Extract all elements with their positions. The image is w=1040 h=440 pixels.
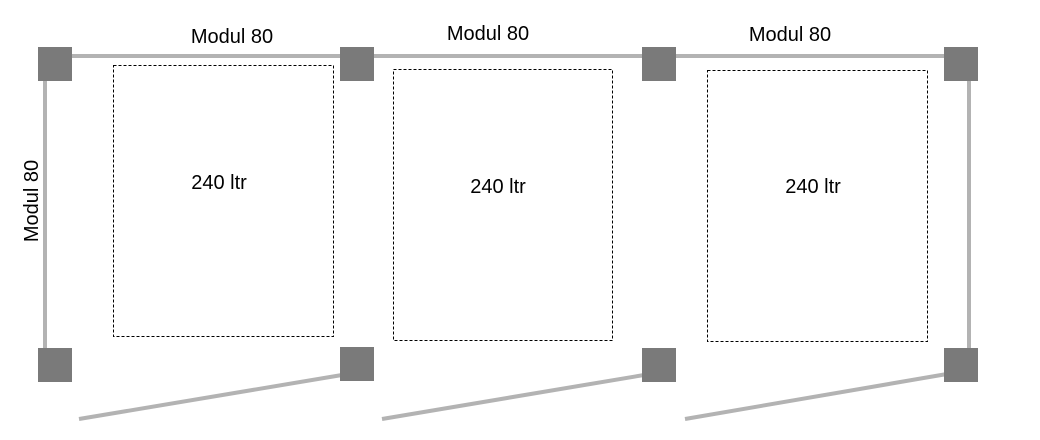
bin-label-1: 240 ltr — [191, 172, 247, 194]
post-bottom-4 — [944, 348, 978, 382]
post-bottom-2 — [340, 347, 374, 381]
post-top-3 — [642, 47, 676, 81]
module-label-3: Modul 80 — [749, 24, 831, 46]
post-bottom-1 — [38, 348, 72, 382]
bin-space-1 — [113, 65, 334, 337]
bin-label-3: 240 ltr — [785, 176, 841, 198]
module-label-2: Modul 80 — [447, 23, 529, 45]
post-top-1 — [38, 47, 72, 81]
gate-door-1 — [78, 373, 343, 421]
gate-door-3 — [684, 372, 948, 421]
gate-door-2 — [381, 373, 645, 421]
bin-label-2: 240 ltr — [470, 176, 526, 198]
post-top-2 — [340, 47, 374, 81]
bin-space-3 — [707, 70, 928, 342]
bin-space-2 — [393, 69, 613, 341]
module-label-side: Modul 80 — [21, 160, 43, 242]
post-bottom-3 — [642, 348, 676, 382]
post-top-4 — [944, 47, 978, 81]
module-label-1: Modul 80 — [191, 26, 273, 48]
